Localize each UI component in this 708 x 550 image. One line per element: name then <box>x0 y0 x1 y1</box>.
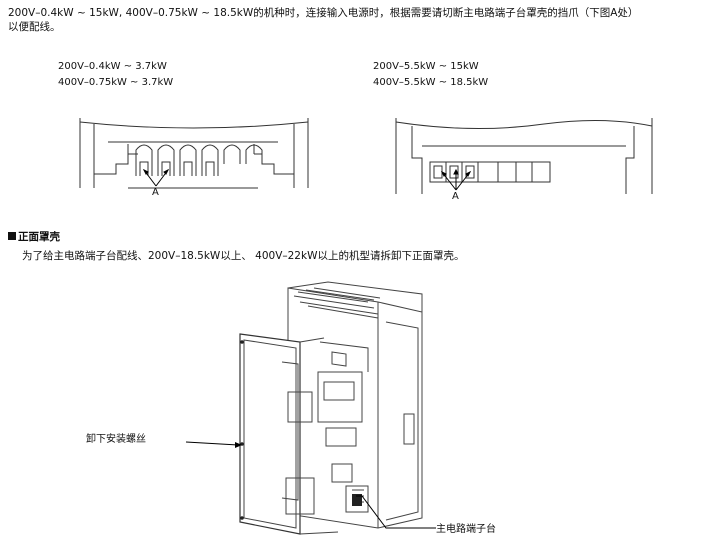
right-terminal-cover-illustration <box>395 118 653 194</box>
section-title: 正面罩壳 <box>18 231 60 243</box>
intro-line-1: 200V–0.4kW ~ 15kW, 400V–0.75kW ~ 18.5kW的… <box>8 7 639 19</box>
section-heading: 正面罩壳 <box>8 230 60 244</box>
right-marker-a: A <box>452 191 459 202</box>
bullet-square-icon <box>8 232 16 240</box>
terminal-leader-line <box>356 495 436 529</box>
screw-leader-arrow <box>185 441 242 448</box>
left-marker-a: A <box>152 187 159 198</box>
intro-paragraph: 200V–0.4kW ~ 15kW, 400V–0.75kW ~ 18.5kW的… <box>8 6 638 34</box>
terminal-callout-label: 主电路端子台 <box>436 524 496 535</box>
left-model-line-2: 400V–0.75kW ~ 3.7kW <box>58 77 174 88</box>
left-model-line-1: 200V–0.4kW ~ 3.7kW <box>58 61 167 72</box>
intro-line-2: 以便配线。 <box>8 21 61 33</box>
right-model-line-2: 400V–5.5kW ~ 18.5kW <box>373 77 489 88</box>
inverter-front-cover-illustration <box>239 281 423 535</box>
section-body: 为了给主电路端子台配线、200V–18.5kW以上、 400V–22kW以上的机… <box>22 250 465 262</box>
left-terminal-cover-illustration <box>79 118 309 189</box>
right-model-line-1: 200V–5.5kW ~ 15kW <box>373 61 479 72</box>
screw-callout-label: 卸下安装螺丝 <box>86 434 146 445</box>
